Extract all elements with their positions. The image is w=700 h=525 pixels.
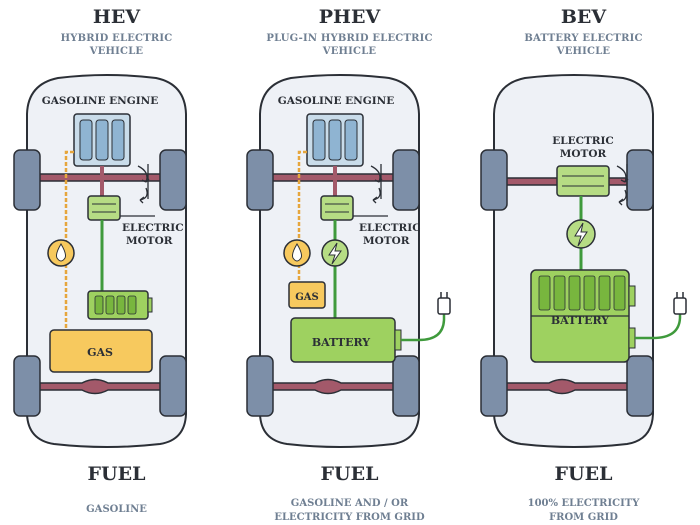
motor-label-line1: ELECTRIC xyxy=(552,135,614,147)
engine-label: GASOLINE ENGINE xyxy=(278,95,394,107)
hev-fuel-description: GASOLINE xyxy=(86,504,147,515)
gasoline-engine xyxy=(306,113,364,167)
plug-icon xyxy=(437,292,451,315)
rotation-arrows-icon xyxy=(137,164,150,204)
phev-fuel-heading: FUEL xyxy=(320,463,379,485)
phev-car-diagram: GASOLINE ENGINE ELECTRIC MOTOR GAS BATTE… xyxy=(246,74,451,448)
hev-column: HEV HYBRID ELECTRIC VEHICLE GASOLINE ENG… xyxy=(0,0,233,522)
gasoline-engine xyxy=(73,113,131,167)
battery-label: BATTERY xyxy=(551,314,609,327)
rotation-arrows-icon xyxy=(616,164,629,206)
wheels xyxy=(246,149,420,417)
gas-tank xyxy=(49,329,153,373)
motor-label-line2: MOTOR xyxy=(363,235,410,247)
plug-icon xyxy=(673,292,687,315)
motor-label-line1: ELECTRIC xyxy=(122,222,184,234)
bev-fuel-description: 100% ELECTRICITY FROM GRID xyxy=(527,498,640,523)
bev-car-diagram: ELECTRIC MOTOR BATTE xyxy=(480,74,687,448)
bev-fuel-heading: FUEL xyxy=(554,463,613,485)
battery xyxy=(530,269,636,363)
hev-fuel-heading: FUEL xyxy=(87,463,146,485)
engine-label: GASOLINE ENGINE xyxy=(42,95,158,107)
bev-title: BEV xyxy=(560,6,607,28)
bev-column: BEV BATTERY ELECTRIC VEHICLE ELECTRIC MO… xyxy=(467,0,700,523)
wheels xyxy=(13,149,187,417)
motor-label-line2: MOTOR xyxy=(126,235,173,247)
motor-label-line1: ELECTRIC xyxy=(359,222,421,234)
gas-tank-label: GAS xyxy=(295,292,319,303)
wheels xyxy=(480,149,654,417)
battery-label: BATTERY xyxy=(312,336,370,349)
front-axle xyxy=(262,173,416,182)
rotation-arrows-icon xyxy=(370,164,383,204)
electric-motor xyxy=(556,165,610,197)
gas-tank xyxy=(288,281,326,309)
hev-title: HEV xyxy=(92,6,141,28)
front-axle xyxy=(29,173,183,182)
bev-subtitle: BATTERY ELECTRIC VEHICLE xyxy=(524,33,643,57)
phev-fuel-description: GASOLINE AND / OR ELECTRICITY FROM GRID xyxy=(274,498,425,523)
gas-tank-label: GAS xyxy=(87,346,113,359)
hev-car-diagram: GASOLINE ENGINE ELECTRIC MOTOR xyxy=(13,74,187,448)
battery xyxy=(290,317,402,363)
motor-label-line2: MOTOR xyxy=(560,148,607,160)
phev-column: PHEV PLUG-IN HYBRID ELECTRIC VEHICLE GAS… xyxy=(233,0,466,523)
electric-motor xyxy=(87,195,121,221)
phev-subtitle: PLUG-IN HYBRID ELECTRIC VEHICLE xyxy=(266,33,433,57)
hev-subtitle: HYBRID ELECTRIC VEHICLE xyxy=(60,33,173,57)
phev-title: PHEV xyxy=(318,6,381,28)
hybrid-battery xyxy=(87,290,153,320)
electric-motor xyxy=(320,195,354,221)
